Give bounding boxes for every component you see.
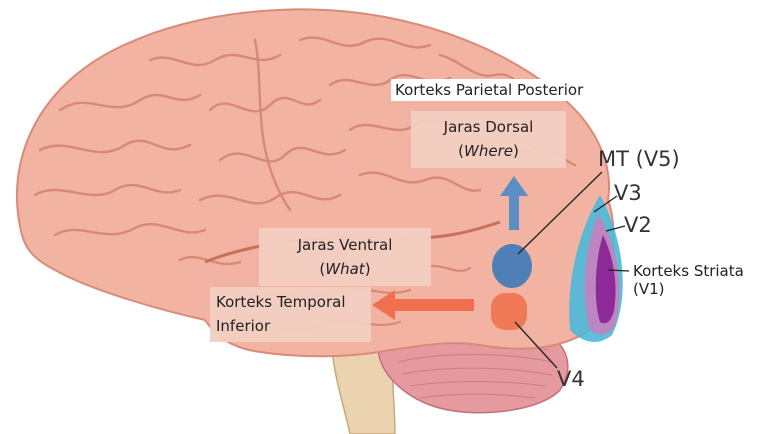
dorsal-paren-close: ) (513, 142, 519, 160)
dorsal-title: Jaras Dorsal (411, 115, 566, 139)
label-v3: V3 (614, 181, 642, 205)
temporal-line1: Korteks Temporal (216, 290, 346, 314)
label-v1: Korteks Striata (V1) (633, 262, 779, 298)
mt-region (492, 244, 532, 288)
dorsal-sub: Where (464, 142, 513, 160)
ventral-title: Jaras Ventral (259, 233, 431, 257)
dorsal-sub-line: (Where) (411, 139, 566, 163)
ventral-sub: What (325, 260, 364, 278)
temporal-line2: Inferior (216, 314, 346, 338)
temporal-label-text: Korteks Temporal Inferior (216, 290, 346, 338)
ventral-paren-close: ) (365, 260, 371, 278)
dorsal-label-text: Jaras Dorsal (Where) (411, 115, 566, 163)
ventral-sub-line: (What) (259, 257, 431, 281)
ventral-label-text: Jaras Ventral (What) (259, 233, 431, 281)
label-mt: MT (V5) (598, 147, 680, 171)
label-v2: V2 (624, 213, 652, 237)
v4-region (491, 293, 527, 330)
label-parietal: Korteks Parietal Posterior (391, 79, 587, 101)
label-v4: V4 (557, 367, 585, 391)
